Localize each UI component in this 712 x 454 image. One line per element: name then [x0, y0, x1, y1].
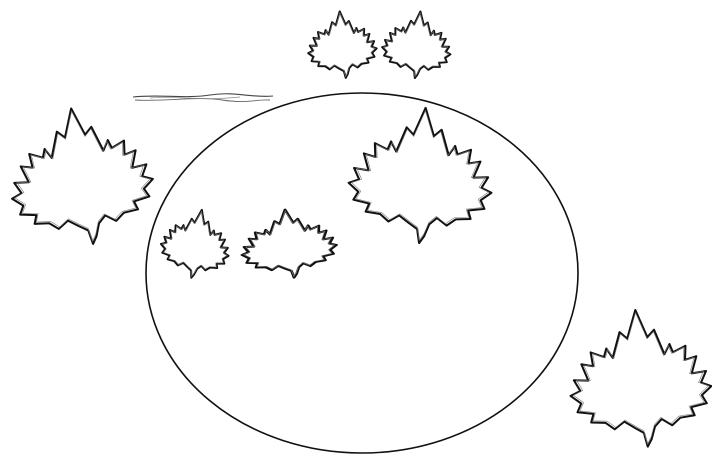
maple-leaf-icon	[156, 204, 235, 283]
maple-leaf-icon	[1, 99, 161, 255]
maple-leaf-icon	[565, 305, 712, 452]
maple-leaf-icon	[379, 8, 454, 81]
container-ellipse	[146, 93, 578, 453]
leaves-group	[1, 8, 712, 452]
maple-leaf-icon	[306, 9, 379, 80]
maple-leaf-icon	[238, 205, 340, 283]
maple-leaf-icon	[345, 103, 497, 248]
sketch-line-mark	[133, 94, 273, 102]
